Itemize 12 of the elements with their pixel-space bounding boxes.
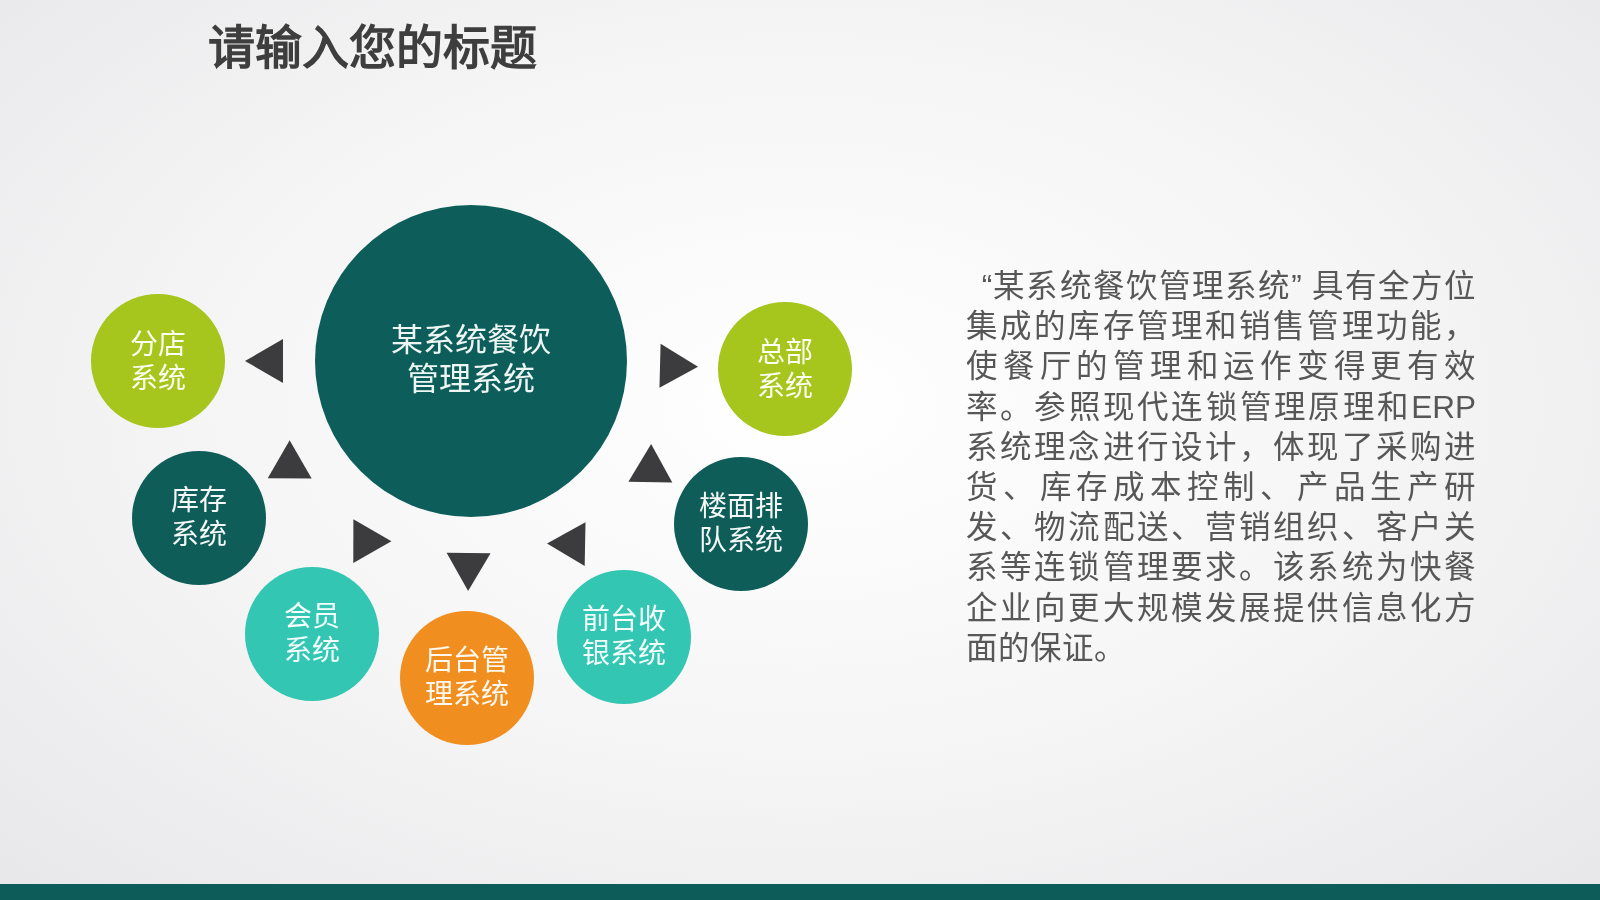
arrow (351, 517, 392, 565)
circle-label: 前台收银系统 (581, 602, 667, 671)
arrow (627, 444, 674, 485)
circle-label: 总部系统 (756, 335, 814, 404)
slide-title: 请输入您的标题 (208, 20, 537, 76)
circle-label: 后台管理系统 (424, 643, 510, 712)
circle-label: 会员系统 (283, 599, 341, 668)
circle-label: 楼面排队系统 (698, 489, 784, 558)
circle-label: 某系统餐饮管理系统 (390, 320, 552, 399)
circle-label: 分店系统 (129, 327, 187, 396)
description-paragraph: “某系统餐饮管理系统” 具有全方位集成的库存管理和销售管理功能，使餐厅的管理和运作变得更有效率。参照现代连锁管理原理和ERP系统理念进行设计，体现了采购进货、库存成本控制、产品生产研发、物流配送、营销组织、客户关系等连锁管理要求。该系统为快餐企业向更大规模发展提供信息化方面的保证。 (966, 267, 1476, 668)
circle-label: 库存系统 (170, 483, 228, 552)
